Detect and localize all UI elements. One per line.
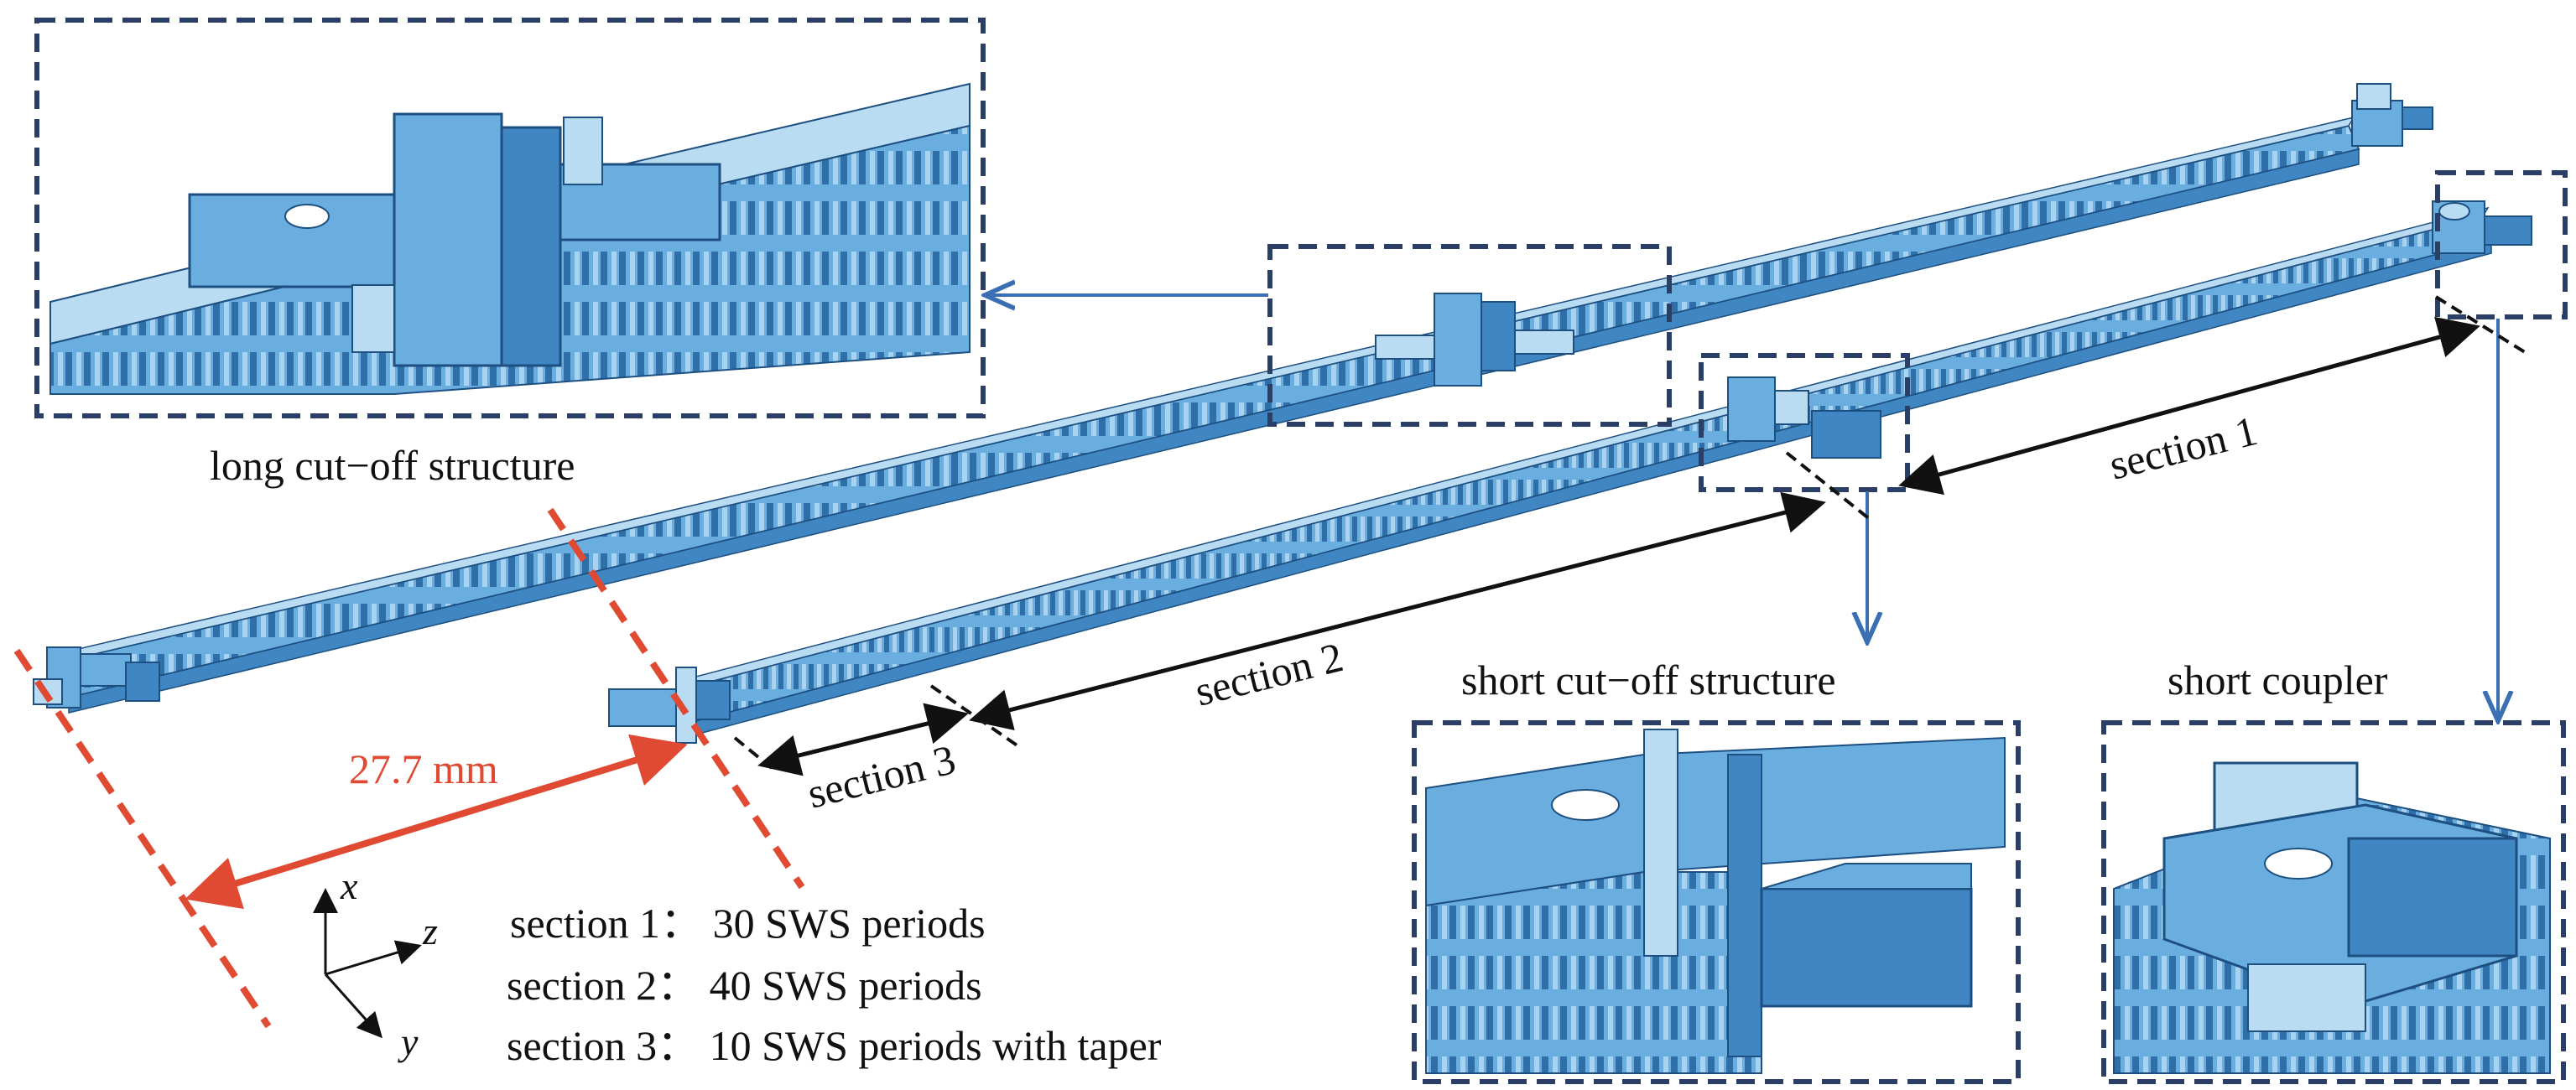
long-cutoff-region-frame — [1267, 244, 1672, 427]
section3-arrow — [757, 703, 969, 776]
section3-boundary-left — [733, 736, 773, 770]
short-coupler-block — [2432, 200, 2532, 254]
long-cutoff-detail-frame — [34, 18, 986, 418]
section2-arrow — [969, 491, 1826, 731]
long-cutoff-label: long cut−off structure — [210, 442, 575, 489]
axis-x-label: x — [340, 864, 358, 907]
short-coupler-detail-illustration — [2113, 761, 2551, 1074]
short-cutoff-block — [1727, 376, 1881, 459]
dimension-line-right — [547, 507, 805, 890]
dimension-line-left — [13, 648, 272, 1029]
short-cutoff-detail-illustration — [1425, 729, 2006, 1074]
section1-arrow — [1898, 316, 2480, 496]
dimension-arrow — [185, 734, 688, 910]
axis-y-label: y — [398, 1020, 419, 1063]
legend-item-section1: section 1： 30 SWS periods — [510, 900, 986, 947]
short-coupler-label: short coupler — [2167, 657, 2388, 703]
axis-triad-icon — [313, 888, 422, 1039]
short-input-coupler — [608, 667, 731, 744]
axis-z-label: z — [422, 910, 438, 952]
short-coupler-region-frame — [2435, 170, 2568, 319]
long-slow-wave-structure — [57, 116, 2360, 714]
legend-item-section2: section 2： 40 SWS periods — [507, 962, 982, 1009]
long-output-coupler — [2351, 83, 2433, 147]
dimension-label: 27.7 mm — [349, 745, 498, 792]
long-cutoff-detail-illustration — [49, 82, 971, 395]
short-coupler-detail-frame — [2101, 720, 2566, 1084]
long-input-coupler — [33, 646, 160, 708]
long-cutoff-block — [1375, 293, 1574, 387]
legend-item-section3: section 3： 10 SWS periods with taper — [507, 1022, 1162, 1069]
short-cutoff-label: short cut−off structure — [1461, 657, 1836, 703]
section1-boundary-right — [2434, 295, 2527, 354]
section1-label: section 1 — [2105, 407, 2261, 489]
